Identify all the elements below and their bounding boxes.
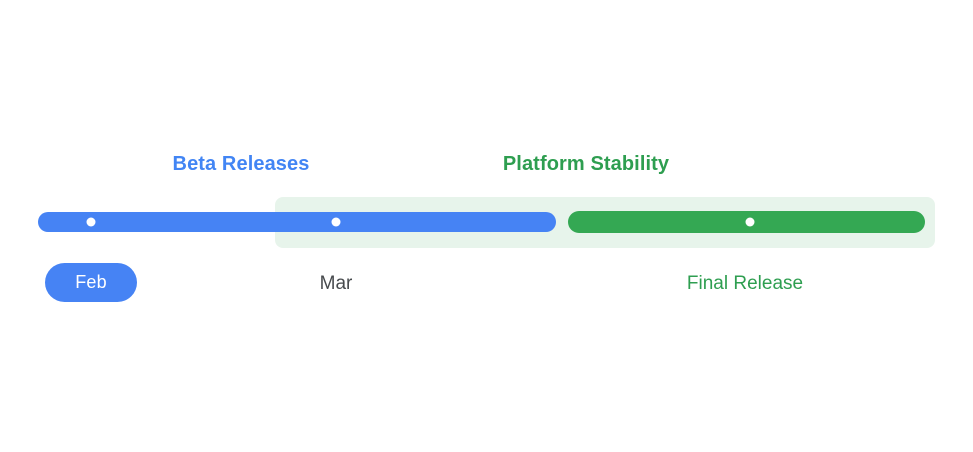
beta-releases-header: Beta Releases	[172, 153, 310, 175]
feb-milestone-pill: Feb	[45, 263, 137, 302]
feb-milestone-dot	[86, 217, 96, 227]
mar-milestone-dot	[331, 217, 341, 227]
mar-milestone-label: Mar	[319, 273, 353, 294]
final-release-milestone-label: Final Release	[686, 273, 804, 294]
platform-stability-bar	[568, 211, 925, 233]
platform-stability-header: Platform Stability	[502, 153, 670, 175]
final-release-milestone-dot	[745, 217, 755, 227]
beta-releases-bar	[38, 212, 556, 232]
